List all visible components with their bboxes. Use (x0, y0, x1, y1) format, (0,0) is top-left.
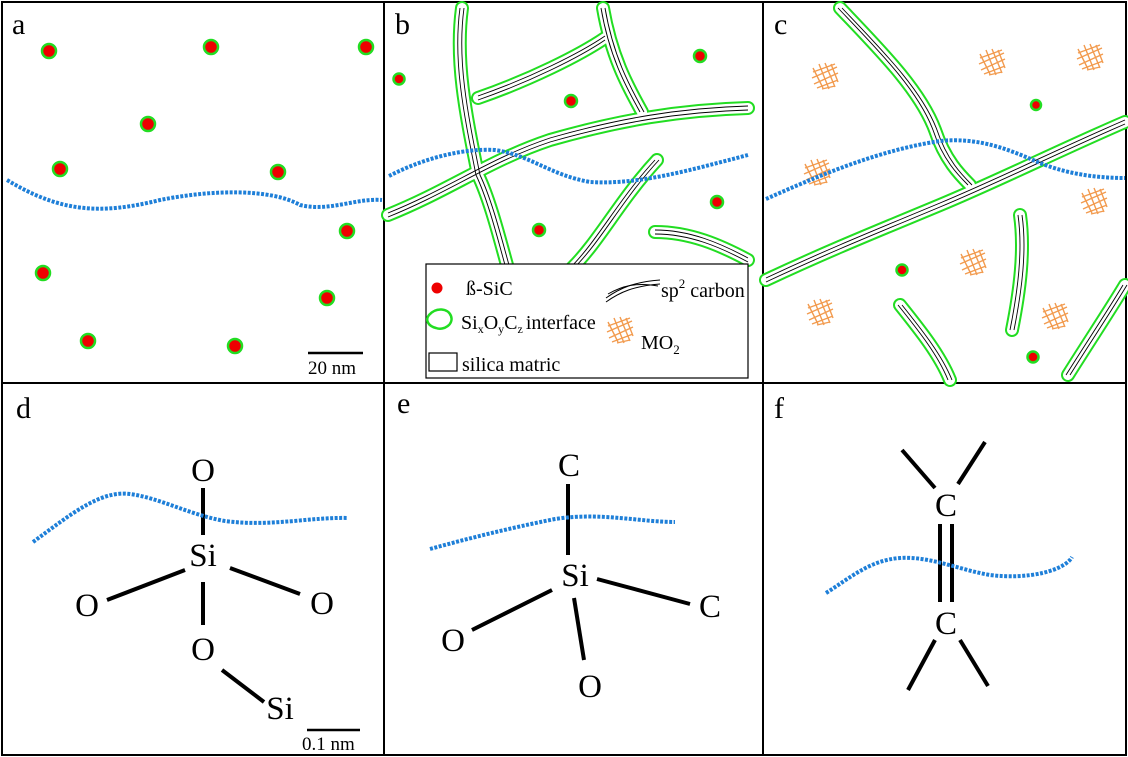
legend-mo2-label: MO2 (641, 332, 680, 357)
beam-path-b (388, 147, 749, 185)
oxide-particles-c (803, 43, 1108, 330)
panel-d: d O Si O O O Si 0.1 nm (16, 392, 360, 755)
panel-c: c (759, 1, 1128, 387)
bonds-d (106, 488, 301, 704)
scale-bar-d-label: 0.1 nm (302, 734, 355, 755)
bonds-e (471, 484, 691, 661)
atom-d-center: Si (189, 538, 217, 574)
atom-d-bottom: O (191, 632, 215, 668)
atom-f-top: C (935, 488, 957, 524)
beam-path-c (765, 138, 1126, 201)
red-dot-icon (431, 282, 443, 294)
atom-e-right: C (699, 589, 721, 625)
sp2-carbon-icon (605, 279, 661, 303)
bonds-f (900, 440, 990, 691)
atom-d-left: O (75, 588, 99, 624)
legend-sic-label: ß-SiC (466, 278, 513, 300)
atom-d-right: O (310, 586, 334, 622)
atom-d-bridge: Si (266, 691, 294, 727)
panel-a: a 20 nm (5, 8, 383, 379)
legend-silica-label: silica matric (462, 354, 560, 376)
beam-path-f (824, 555, 1074, 595)
beam-path-d (31, 491, 349, 544)
sic-particles-b (392, 48, 725, 238)
sp2-carbon-bands-b (381, 1, 755, 275)
panel-f-label: f (774, 392, 784, 425)
sic-particles-a (34, 38, 375, 355)
beam-path-a (5, 178, 383, 211)
atom-e-bottom: O (578, 669, 602, 705)
sp2-carbon-bands-c (759, 1, 1128, 387)
panel-b-label: b (395, 8, 410, 41)
atom-e-top: C (558, 448, 580, 484)
panel-b: b (381, 1, 755, 379)
atom-e-center: Si (561, 558, 589, 594)
legend-box (425, 263, 749, 379)
panel-f: f C C (774, 392, 1074, 691)
panel-a-label: a (12, 8, 25, 41)
scale-bar-a-label: 20 nm (308, 358, 356, 379)
atom-d-top: O (191, 453, 215, 489)
panel-e: e C Si O C O (397, 387, 721, 705)
atom-f-bottom: C (935, 606, 957, 642)
atom-e-left: O (441, 623, 465, 659)
beam-path-e (429, 514, 676, 551)
white-box-icon (428, 352, 458, 372)
panel-d-label: d (16, 392, 31, 425)
panel-c-label: c (774, 8, 787, 41)
sic-particles-c (895, 98, 1043, 364)
panel-e-label: e (397, 387, 410, 420)
green-ring-icon (426, 308, 453, 330)
